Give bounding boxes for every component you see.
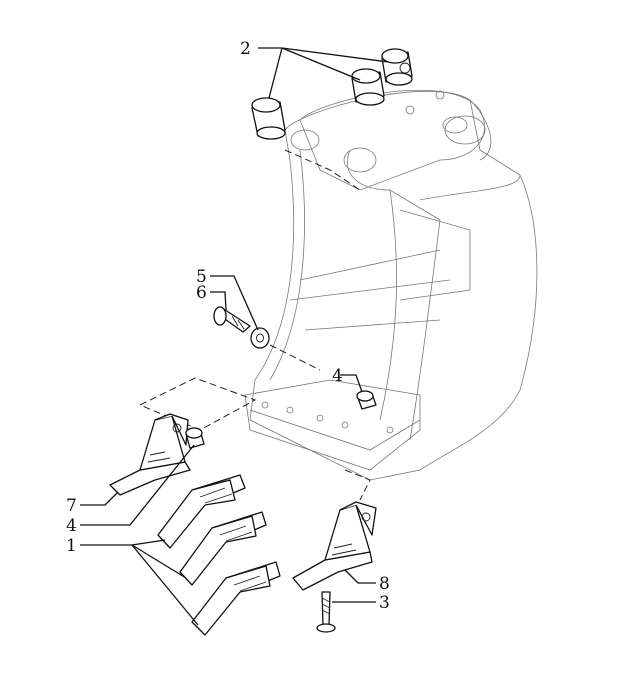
callout-label: 4 [66,516,77,536]
tooth-part [157,474,246,549]
nut-part [185,427,205,449]
bushing-part [251,97,286,140]
tooth-part [191,561,281,636]
callout-label: 6 [196,283,207,303]
bolt-part [316,591,336,633]
bushing-part [351,68,385,106]
callout-label: 1 [66,536,77,556]
callout-label: 8 [379,574,390,594]
callout-label: 2 [240,39,251,59]
bolt-part [213,306,251,333]
callout-label: 3 [379,593,390,613]
leader-lines [80,47,389,626]
callout-label: 4 [332,366,343,386]
callout-label: 7 [66,496,77,516]
washer-part [250,327,270,349]
callout-label: 5 [196,267,207,287]
tooth-adapter-part [109,413,191,496]
tooth-part [179,511,267,586]
nut-part [356,390,377,410]
tooth-adapter-part [292,501,377,591]
bushing-part [381,48,413,86]
